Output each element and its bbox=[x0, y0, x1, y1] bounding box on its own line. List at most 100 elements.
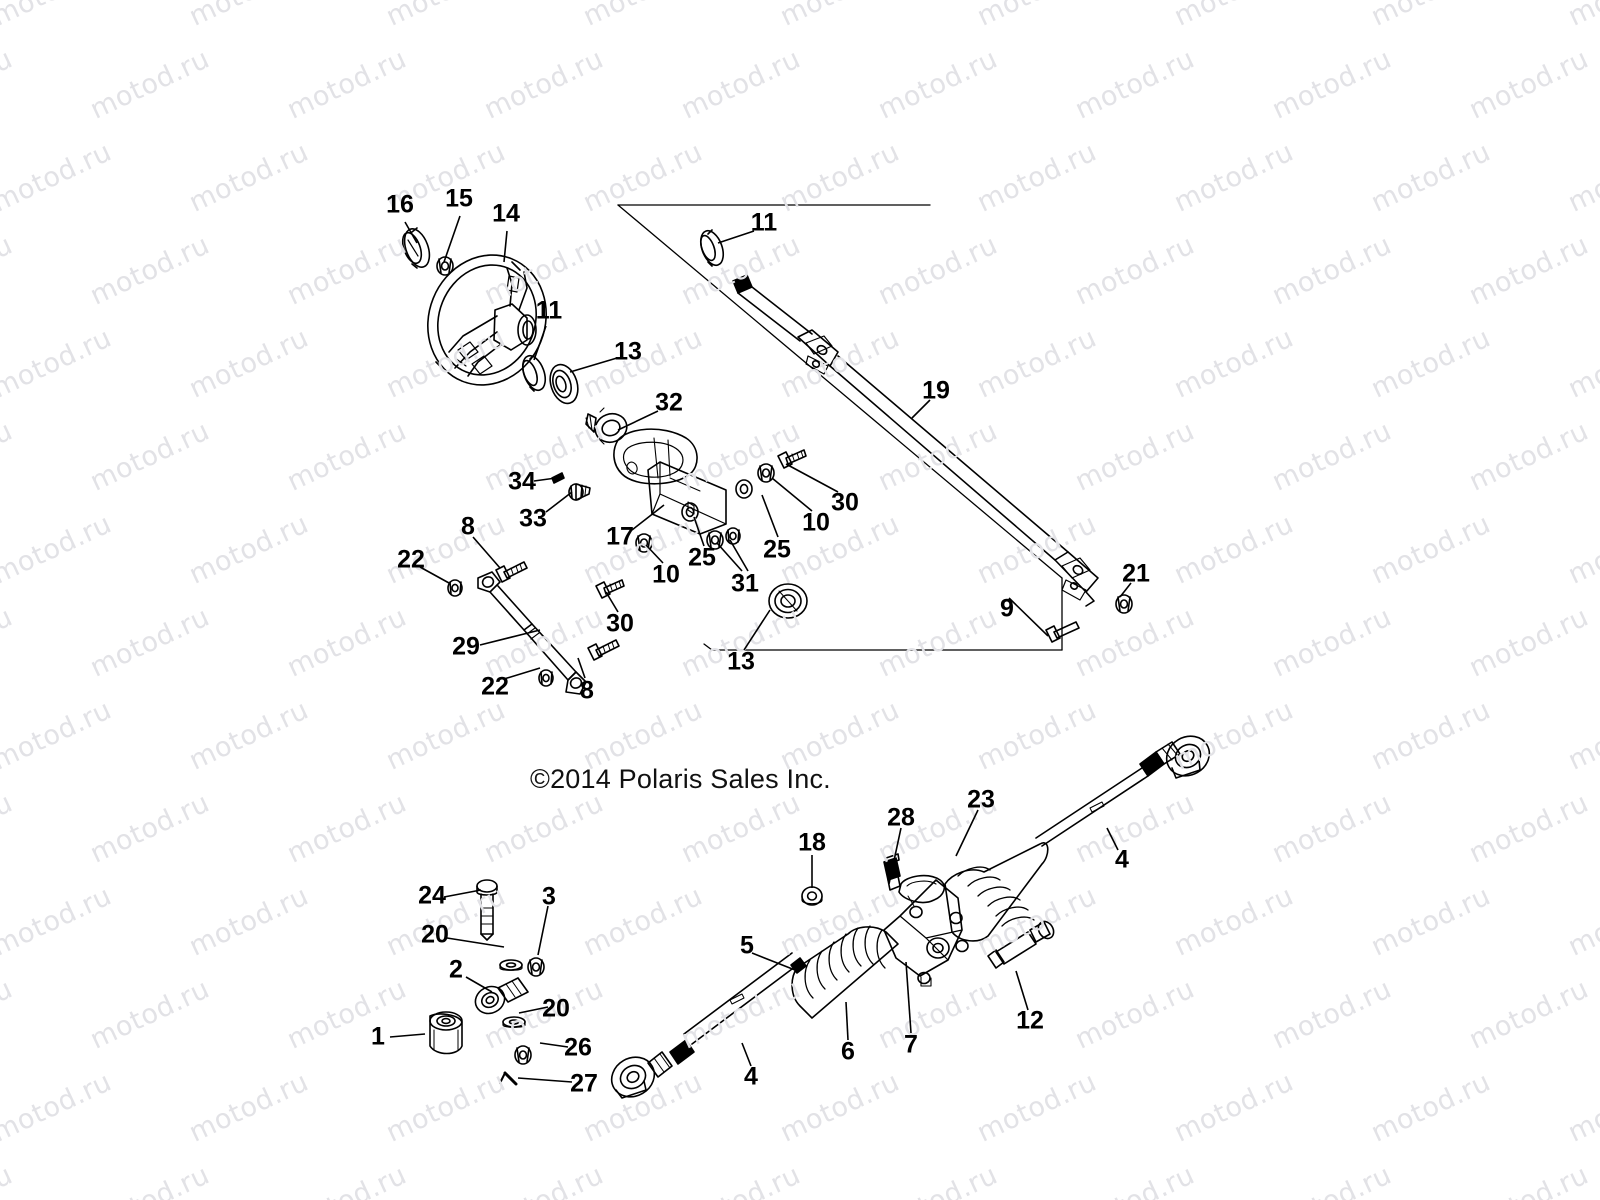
leader-line bbox=[605, 591, 619, 613]
leader-line bbox=[955, 809, 979, 857]
callout-25-washer-mid[interactable]: 25 bbox=[688, 543, 716, 572]
callout-24-flange-bolt[interactable]: 24 bbox=[418, 881, 446, 910]
part-13-bearing-lower bbox=[768, 583, 808, 619]
leader-line bbox=[845, 1001, 849, 1041]
part-33-screw bbox=[568, 483, 591, 501]
callout-26-nut-tierod[interactable]: 26 bbox=[564, 1033, 592, 1062]
callout-2-tie-rod-end[interactable]: 2 bbox=[449, 955, 463, 984]
leader-line bbox=[743, 609, 771, 651]
callout-10-nut-right[interactable]: 10 bbox=[802, 508, 830, 537]
leader-line bbox=[771, 477, 813, 512]
callout-18-washer-gearbox[interactable]: 18 bbox=[798, 828, 826, 857]
callout-20-washer-lower-tierod[interactable]: 20 bbox=[542, 994, 570, 1023]
callout-13-bearing-lower[interactable]: 13 bbox=[727, 647, 755, 676]
callout-22-locknut-upper[interactable]: 22 bbox=[397, 545, 425, 574]
assembly-outline bbox=[617, 204, 1063, 651]
callout-8-bolt-lower-gas-strut[interactable]: 8 bbox=[580, 676, 594, 705]
callout-33-screw[interactable]: 33 bbox=[519, 504, 547, 533]
callout-14-steering-wheel[interactable]: 14 bbox=[492, 199, 520, 228]
part-32-tilt-lever bbox=[585, 407, 628, 445]
part-4-tie-rod-right bbox=[1035, 735, 1211, 847]
callout-31-nuts-pair[interactable]: 31 bbox=[731, 569, 759, 598]
callout-34-pin[interactable]: 34 bbox=[508, 467, 536, 496]
leader-line bbox=[716, 542, 743, 572]
part-11-washer-wheel bbox=[521, 354, 547, 392]
part-2-tie-rod-end bbox=[474, 977, 529, 1015]
leader-line bbox=[729, 539, 749, 572]
part-21-nut bbox=[1115, 594, 1133, 614]
callout-8-bolt-upper-gas-strut[interactable]: 8 bbox=[461, 512, 475, 541]
leader-line bbox=[888, 827, 902, 885]
leader-line bbox=[465, 976, 493, 993]
callout-27-cotter-pin[interactable]: 27 bbox=[570, 1069, 598, 1098]
callout-4-tie-rod-left[interactable]: 4 bbox=[744, 1062, 758, 1091]
callout-29-gas-spring[interactable]: 29 bbox=[452, 632, 480, 661]
callout-4-tie-rod-right[interactable]: 4 bbox=[1115, 845, 1129, 874]
leader-line bbox=[404, 221, 418, 244]
leader-line bbox=[479, 629, 541, 646]
callout-1-bushing[interactable]: 1 bbox=[371, 1022, 385, 1051]
part-11-washer-shaft bbox=[699, 229, 725, 267]
part-13-bearing-upper bbox=[549, 363, 579, 405]
part-30-bolt-right bbox=[777, 449, 807, 469]
callout-21-u-joint-nut[interactable]: 21 bbox=[1122, 559, 1150, 588]
callout-3-jam-nut[interactable]: 3 bbox=[542, 882, 556, 911]
leader-line bbox=[533, 325, 547, 361]
callout-23-boot-right[interactable]: 23 bbox=[967, 785, 995, 814]
part-1-bushing bbox=[429, 1011, 463, 1055]
callout-28-breather-fitting[interactable]: 28 bbox=[887, 803, 915, 832]
part-10-nut-left bbox=[635, 533, 653, 553]
callout-11-washer-shaft[interactable]: 11 bbox=[750, 208, 778, 237]
leader-line bbox=[905, 961, 912, 1034]
part-8-bolt-upper bbox=[495, 561, 528, 583]
leader-line bbox=[389, 1033, 426, 1038]
part-4-tie-rod-left bbox=[610, 952, 801, 1099]
callout-16-steering-wheel-cap[interactable]: 16 bbox=[386, 190, 414, 219]
callout-6-boot-left[interactable]: 6 bbox=[841, 1037, 855, 1066]
callout-10-nut-left[interactable]: 10 bbox=[652, 560, 680, 589]
leader-line bbox=[645, 544, 664, 564]
part-27-cotter-pin bbox=[499, 1071, 518, 1086]
callout-20-washer-upper-tierod[interactable]: 20 bbox=[421, 920, 449, 949]
callout-9-u-joint-bolt[interactable]: 9 bbox=[1000, 594, 1014, 623]
part-16-cap bbox=[401, 227, 431, 269]
part-20-washer-upper bbox=[499, 959, 523, 971]
leader-line bbox=[419, 566, 450, 584]
copyright-notice: ©2014 Polaris Sales Inc. bbox=[530, 764, 831, 794]
part-20-washer-lower bbox=[502, 1016, 526, 1028]
part-19-steering-shaft bbox=[732, 274, 1099, 607]
callout-22-locknut-lower[interactable]: 22 bbox=[481, 672, 509, 701]
callout-5-clamp[interactable]: 5 bbox=[740, 931, 754, 960]
part-10-nut-right bbox=[757, 463, 775, 483]
part-12-gearbox-bolt bbox=[987, 920, 1055, 969]
callout-13-bearing-upper[interactable]: 13 bbox=[614, 337, 642, 366]
leader-line bbox=[472, 536, 501, 569]
callout-30-bolt-right[interactable]: 30 bbox=[831, 488, 859, 517]
part-34-pin bbox=[551, 472, 565, 484]
callout-17-steering-post-bracket[interactable]: 17 bbox=[606, 522, 634, 551]
leader-line bbox=[443, 889, 482, 898]
callout-19-steering-shaft[interactable]: 19 bbox=[922, 376, 950, 405]
callout-32-tilt-lever[interactable]: 32 bbox=[655, 388, 683, 417]
leader-line bbox=[517, 1077, 573, 1083]
leader-line bbox=[785, 463, 839, 493]
leader-line bbox=[631, 504, 665, 531]
leader-line bbox=[617, 410, 659, 431]
leader-line bbox=[545, 491, 573, 513]
leader-line bbox=[577, 657, 586, 679]
callout-25-washer-right[interactable]: 25 bbox=[763, 535, 791, 564]
leader-line bbox=[911, 399, 931, 419]
callout-11-washer-upper[interactable]: 11 bbox=[535, 296, 563, 325]
part-30-bolt-left bbox=[595, 579, 625, 599]
leader-line bbox=[1008, 597, 1049, 637]
callout-15-steering-wheel-nut[interactable]: 15 bbox=[445, 184, 473, 213]
part-14-steering-wheel bbox=[427, 254, 547, 386]
callout-12-gearbox-bolt[interactable]: 12 bbox=[1016, 1006, 1044, 1035]
leader-line bbox=[503, 230, 508, 263]
callout-7-steering-gearbox[interactable]: 7 bbox=[904, 1030, 918, 1059]
callout-30-bolt-left[interactable]: 30 bbox=[606, 609, 634, 638]
leader-line bbox=[537, 905, 549, 956]
